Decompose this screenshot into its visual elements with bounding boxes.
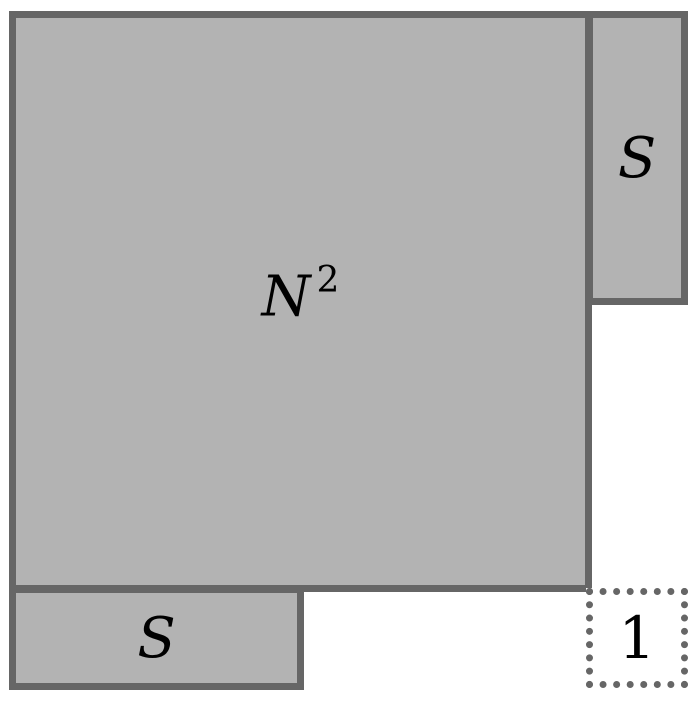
bottom-strip-s: S [9,586,304,690]
bottom-s-label: S [137,605,176,671]
right-s-label: S [617,125,657,191]
unit-label: 1 [618,604,656,672]
n-label: N [261,264,311,330]
exponent-label: 2 [316,259,340,301]
corner-unit-square: 1 [586,588,688,688]
right-strip-s: S [586,11,688,305]
